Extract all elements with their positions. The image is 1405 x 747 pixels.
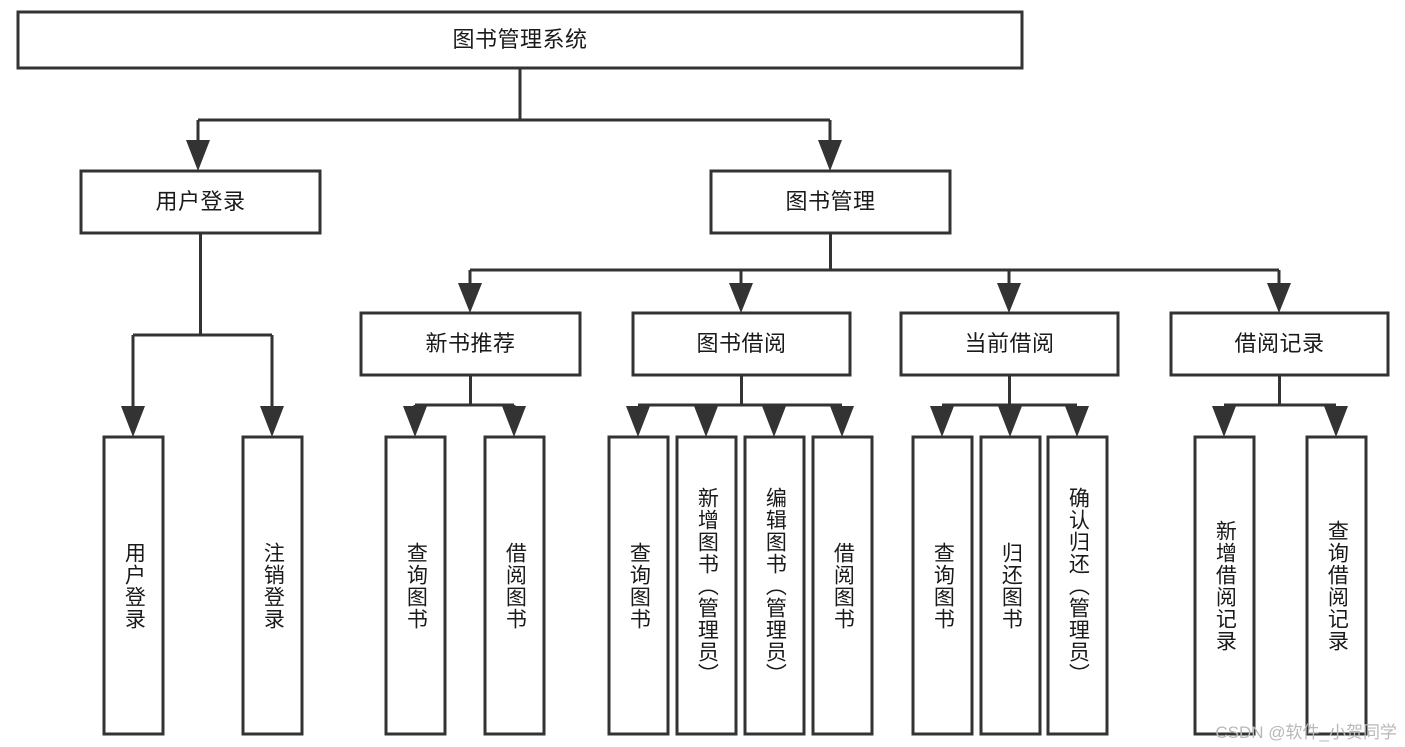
node-box-leaf-return-book[interactable]: [979, 435, 1042, 736]
connector-user-login-to-leaves: [121, 233, 284, 437]
watermark-text: CSDN @软件_小贺同学: [1215, 723, 1397, 742]
connector-book-borrow-to-leaves: [626, 375, 854, 437]
arrow-head-icon: [458, 283, 482, 313]
arrow-head-icon: [997, 283, 1021, 313]
arrow-head-icon: [1212, 406, 1236, 437]
connector-current-borrow-to-leaves: [930, 375, 1089, 437]
arrow-head-icon: [818, 140, 842, 171]
arrow-head-icon: [186, 140, 210, 171]
node-box-new-book-rec[interactable]: [359, 311, 582, 377]
node-box-leaf-logout[interactable]: [241, 435, 304, 736]
arrow-head-icon: [1324, 406, 1348, 437]
node-box-leaf-query-book-3[interactable]: [911, 435, 974, 736]
arrow-head-icon: [930, 406, 954, 437]
arrow-head-icon: [1065, 406, 1089, 437]
node-box-leaf-borrow-book-2[interactable]: [811, 435, 874, 736]
node-box-leaf-user-login[interactable]: [102, 435, 165, 736]
connector-new-book-rec-to-leaves: [403, 375, 526, 437]
arrow-head-icon: [762, 406, 786, 437]
node-box-book-manage[interactable]: [709, 169, 952, 235]
node-box-leaf-query-book-2[interactable]: [607, 435, 670, 736]
node-box-leaf-borrow-book-1[interactable]: [483, 435, 546, 736]
node-box-leaf-query-book-1[interactable]: [384, 435, 447, 736]
arrow-head-icon: [502, 406, 526, 437]
node-box-user-login[interactable]: [79, 169, 322, 235]
arrow-head-icon: [626, 406, 650, 437]
arrow-head-icon: [121, 406, 145, 437]
connector-borrow-record-to-leaves: [1212, 375, 1348, 437]
node-box-borrow-record[interactable]: [1169, 311, 1390, 377]
connector-root-to-level2: [186, 68, 842, 171]
arrow-head-icon: [694, 406, 718, 437]
node-box-root[interactable]: [16, 10, 1024, 70]
arrow-head-icon: [260, 406, 284, 437]
node-box-book-borrow[interactable]: [631, 311, 852, 377]
arrow-head-icon: [1267, 283, 1291, 313]
arrow-head-icon: [998, 406, 1022, 437]
node-box-leaf-confirm-return[interactable]: [1046, 435, 1109, 736]
arrow-head-icon: [403, 406, 427, 437]
node-box-leaf-edit-book[interactable]: [743, 435, 806, 736]
arrow-head-icon: [830, 406, 854, 437]
arrow-head-icon: [729, 283, 753, 313]
node-box-leaf-query-record[interactable]: [1305, 435, 1368, 736]
connector-book-manage-to-level3: [458, 233, 1291, 313]
node-box-current-borrow[interactable]: [899, 311, 1120, 377]
node-box-leaf-add-book[interactable]: [675, 435, 738, 736]
node-box-leaf-add-record[interactable]: [1193, 435, 1256, 736]
